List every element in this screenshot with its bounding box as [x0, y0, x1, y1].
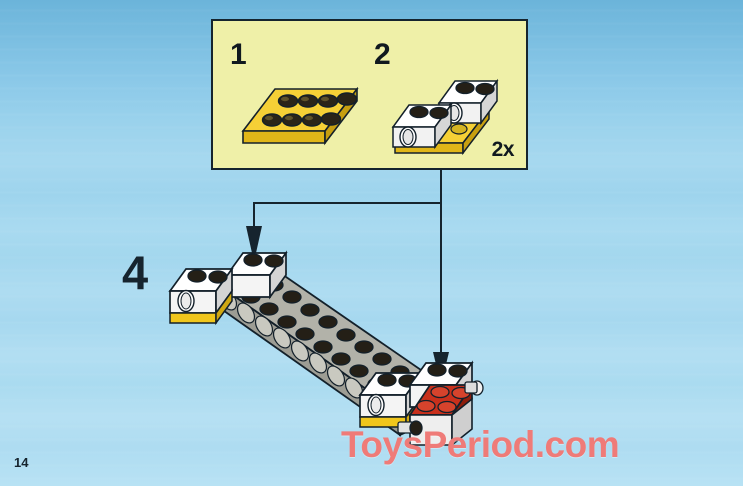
- part-number-1: 1: [230, 38, 247, 71]
- watermark: ToysPeriod.com: [341, 424, 620, 465]
- model-assembly-illustration: [160, 245, 500, 460]
- axle-pin-right: [464, 380, 484, 396]
- white-brick-left: [168, 266, 234, 326]
- quantity-label: 2x: [491, 138, 515, 161]
- part-number-2: 2: [374, 38, 391, 71]
- part-yellow-2x4-plate: [241, 86, 359, 149]
- parts-callout-box: 1 2: [211, 19, 528, 170]
- red-2x2-plate: [408, 382, 474, 432]
- white-brick-upper-left: [225, 250, 288, 300]
- step-number: 4: [122, 246, 149, 299]
- page-number: 14: [14, 455, 29, 470]
- part-white-technic-brick-assembly: [385, 69, 510, 156]
- axle-pin-left: [397, 420, 423, 436]
